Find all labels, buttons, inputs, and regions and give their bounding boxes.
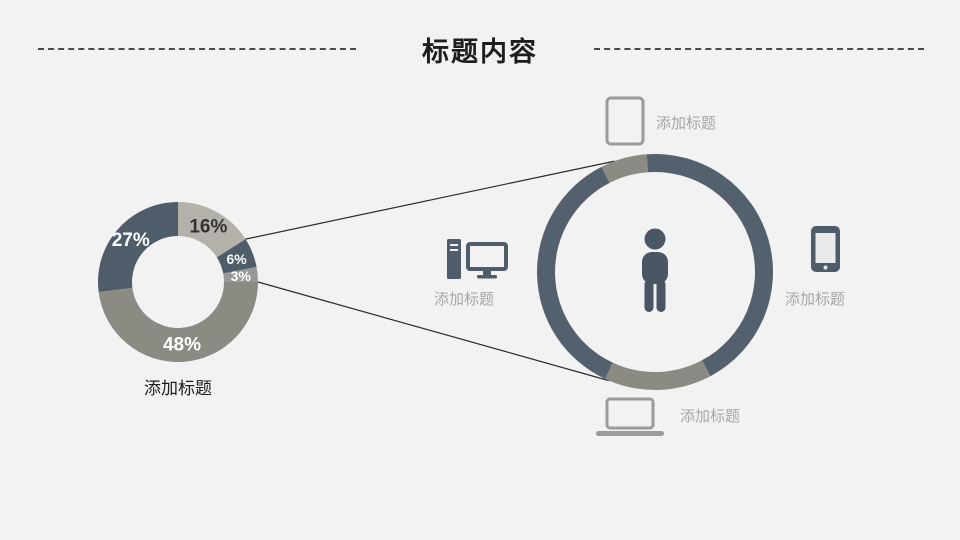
person-icon bbox=[642, 228, 668, 312]
ring-segment bbox=[646, 154, 773, 377]
laptop-icon bbox=[595, 397, 665, 444]
donut-segment bbox=[98, 282, 258, 363]
donut-segment-label: 27% bbox=[112, 230, 150, 251]
right-dashed-divider bbox=[594, 48, 924, 50]
donut-segment bbox=[178, 202, 246, 258]
tablet-icon bbox=[604, 95, 646, 152]
donut-segment-label: 3% bbox=[231, 268, 252, 284]
donut-segment bbox=[97, 202, 178, 293]
ring-item-label-phone: 添加标题 bbox=[785, 291, 846, 308]
ring-segment bbox=[601, 154, 649, 183]
left-dashed-divider bbox=[38, 48, 356, 50]
ring-segment bbox=[536, 166, 613, 379]
donut-segment-label: 6% bbox=[226, 251, 247, 267]
infographic-ring bbox=[536, 154, 773, 390]
ring-item-label-tablet: 添加标题 bbox=[656, 115, 717, 132]
donut-segment-label: 16% bbox=[189, 216, 227, 237]
ring-item-label-computer: 添加标题 bbox=[434, 291, 495, 308]
donut-segment bbox=[216, 239, 257, 274]
smartphone-icon bbox=[809, 224, 843, 279]
donut-segment-label: 48% bbox=[163, 334, 201, 355]
donut-caption: 添加标题 bbox=[144, 379, 212, 398]
ring-item-label-laptop: 添加标题 bbox=[680, 408, 741, 425]
magnifier-connector-lines bbox=[245, 160, 615, 382]
desktop-computer-icon bbox=[446, 237, 512, 288]
slide-title: 标题内容 bbox=[422, 37, 538, 67]
donut-segment bbox=[223, 267, 258, 282]
donut-chart: 16% 6%3% 48% 27% bbox=[97, 202, 258, 363]
ring-segment bbox=[605, 360, 711, 390]
